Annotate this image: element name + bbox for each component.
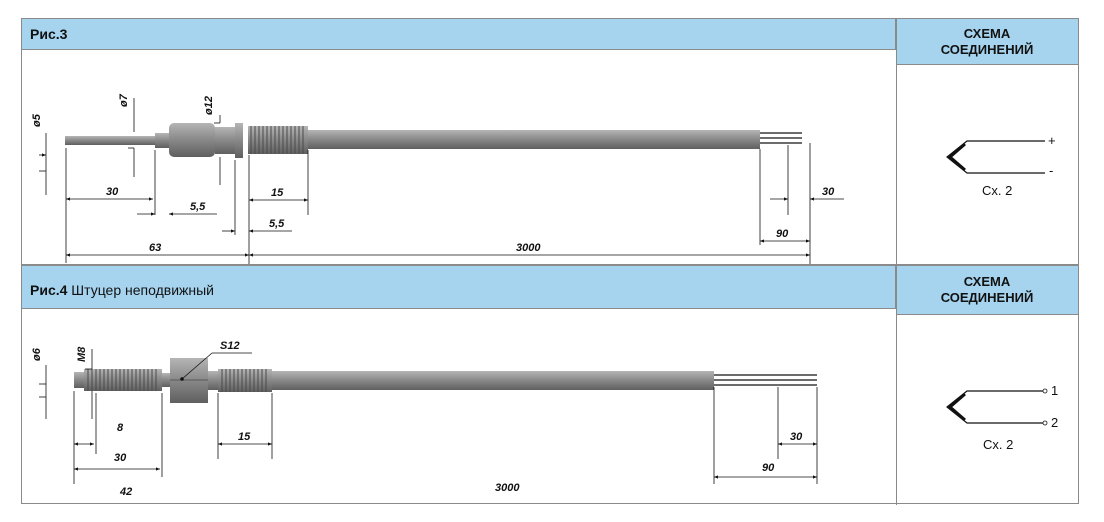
divider bbox=[896, 64, 1078, 65]
thread-lines bbox=[87, 369, 157, 391]
dim-30: 30 bbox=[106, 186, 119, 198]
fig3-schematic: + - Сх. 2 bbox=[946, 133, 1056, 198]
lead-wires bbox=[714, 374, 817, 386]
divider bbox=[22, 308, 896, 309]
fig4-title: Рис.4 Штуцер неподвижный bbox=[30, 282, 215, 298]
dim-15: 15 bbox=[271, 187, 284, 199]
dim-d5: ø5 bbox=[31, 113, 43, 127]
dim-30b: 30 bbox=[790, 431, 803, 443]
fig4-drawing: ø6 M8 S12 8 30 42 15 3000 90 30 bbox=[31, 340, 818, 498]
thread-lines bbox=[250, 126, 304, 154]
dim-90: 90 bbox=[776, 228, 789, 240]
terminal-2: 2 bbox=[1051, 415, 1058, 430]
dim-s12: S12 bbox=[220, 340, 240, 352]
fitting-collar bbox=[235, 123, 243, 158]
schematic-caption: Сх. 2 bbox=[983, 437, 1013, 452]
fig3-title: Рис.3 bbox=[30, 26, 68, 42]
dim-5-5b: 5,5 bbox=[269, 218, 285, 230]
fig4-header: Рис.4 Штуцер неподвижный bbox=[22, 266, 896, 308]
dim-3000: 3000 bbox=[495, 482, 520, 494]
terminal-2-dot bbox=[1042, 420, 1048, 426]
dim-d7: ø7 bbox=[118, 93, 130, 107]
cable-sheath bbox=[308, 130, 760, 149]
dim-3000: 3000 bbox=[516, 242, 541, 254]
fig4-schematic: 1 2 Сх. 2 bbox=[946, 383, 1058, 452]
sensor-tip bbox=[74, 372, 84, 388]
fitting-neck bbox=[215, 127, 235, 154]
sensor-step bbox=[155, 133, 169, 148]
terminal-1-dot bbox=[1042, 388, 1048, 394]
divider bbox=[22, 49, 896, 50]
fig3-drawing: ø5 ø7 ø12 30 5,5 15 5,5 63 3000 90 30 bbox=[31, 93, 844, 264]
dim-30: 30 bbox=[114, 452, 127, 464]
thread bbox=[248, 126, 308, 154]
fig3-header: Рис.3 bbox=[22, 19, 896, 49]
neck bbox=[162, 373, 170, 387]
dim-5-5a: 5,5 bbox=[190, 201, 206, 213]
junction-mark bbox=[947, 142, 966, 172]
dim-63: 63 bbox=[149, 242, 161, 254]
fitting-body bbox=[169, 123, 215, 157]
dim-d6: ø6 bbox=[31, 347, 43, 361]
divider bbox=[896, 314, 1078, 315]
dim-d12: ø12 bbox=[203, 96, 215, 115]
lead-wires bbox=[760, 132, 802, 144]
schematic-caption: Сх. 2 bbox=[982, 183, 1012, 198]
thermocouple-symbol bbox=[946, 140, 1045, 174]
sensor-tip bbox=[65, 136, 155, 145]
dim-15: 15 bbox=[238, 431, 251, 443]
thermocouple-symbol bbox=[946, 390, 1043, 424]
dim-42: 42 bbox=[119, 486, 132, 498]
dim-8: 8 bbox=[117, 422, 124, 434]
nut-collar bbox=[208, 371, 218, 390]
cable-sheath bbox=[272, 371, 714, 390]
terminal-1: 1 bbox=[1051, 383, 1058, 398]
dim-30b: 30 bbox=[822, 186, 835, 198]
terminal-plus: + bbox=[1048, 133, 1056, 148]
dim-m8: M8 bbox=[76, 346, 88, 362]
terminal-minus: - bbox=[1049, 163, 1053, 178]
column-divider bbox=[896, 19, 897, 505]
junction-mark bbox=[947, 392, 966, 422]
section-divider bbox=[22, 264, 1078, 266]
dim-90: 90 bbox=[762, 462, 775, 474]
